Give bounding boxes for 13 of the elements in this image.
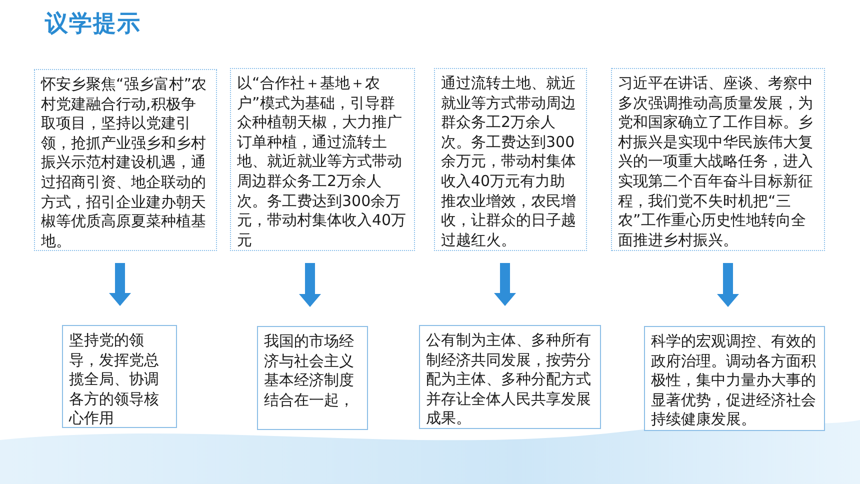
text-box: 坚持党的领导，发挥党总揽全局、协调各方的领导核心作用 xyxy=(62,325,177,428)
text-box: 公有制为主体、多种所有制经济共同发展，按劳分配为主体、多种分配方式并存让全体人民共享发展成果。 xyxy=(419,325,601,429)
text-box: 通过流转土地、就近就业等方式带动周边群众务工2万余人次。务工费达到300余万元，带动村集体收入40万元有力助推农业增效，农民增收，让群众的日子越过越红火。 xyxy=(434,68,587,251)
text-box: 习近平在讲话、座谈、考察中多次强调推动高质量发展，为党和国家确立了工作目标。乡村振兴是实现中华民族伟大复兴的一项重大战略任务，进入实现第二个百年奋斗目标新征程，我们党不失时机把“三农”工作重心历史性地转向全面推进乡村振兴。 xyxy=(611,68,825,251)
text-box: 怀安乡聚焦“强乡富村”农村党建融合行动,积极争取项目，坚持以党建引领，抢抓产业强乡和乡村振兴示范村建设机遇，通过招商引资、地企联动的方式，招引企业建办朝天椒等优质高原夏菜种植基地。 xyxy=(34,69,217,251)
block-arrow xyxy=(494,263,516,306)
text-box: 科学的宏观调控、有效的政府治理。调动各方面积极性，集中力量办大事的显著优势，促进经济社会持续健康发展。 xyxy=(644,326,825,431)
text-box: 以“合作社＋基地＋农户”模式为基础，引导群众种植朝天椒，大力推广订单种植，通过流转土地、就近就业等方式带动周边群众务工2万余人次。务工费达到300余万元，带动村集体收入40万元 xyxy=(230,68,415,251)
text-box: 我国的市场经济与社会主义基本经济制度结合在一起， xyxy=(257,326,368,430)
block-arrow xyxy=(717,263,739,307)
block-arrow xyxy=(109,263,131,306)
block-arrow xyxy=(299,263,321,307)
title: 议学提示 xyxy=(45,10,141,39)
